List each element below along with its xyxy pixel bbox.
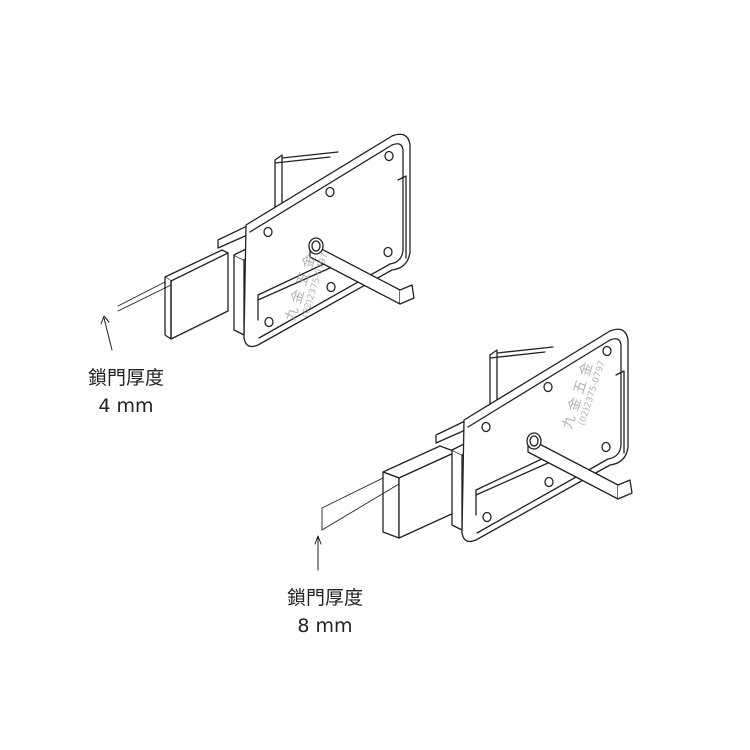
plate-flange — [475, 370, 625, 516]
callout-value: 8 mm — [297, 615, 353, 637]
thickness-callout-4mm: 鎖門厚度 4 mm — [66, 364, 186, 420]
screw-holes — [481, 345, 612, 523]
callout-label: 鎖門厚度 — [286, 587, 363, 609]
bolt-rod — [526, 432, 633, 500]
latch-assembly-4mm — [100, 133, 415, 351]
bolt-rod — [308, 237, 415, 305]
latch-assembly-8mm — [314, 328, 633, 571]
callout-value: 4 mm — [98, 395, 154, 417]
main-plate — [461, 328, 629, 543]
plate-flange — [257, 175, 407, 321]
main-plate — [243, 133, 411, 348]
callout-label: 鎖門厚度 — [87, 367, 164, 389]
thickness-guide-lines — [117, 281, 172, 312]
thickness-callout-8mm: 鎖門厚度 8 mm — [265, 584, 385, 640]
thickness-guide-lines — [321, 477, 400, 531]
arrow — [314, 535, 322, 571]
screw-holes — [263, 150, 394, 328]
arrow — [100, 315, 113, 351]
